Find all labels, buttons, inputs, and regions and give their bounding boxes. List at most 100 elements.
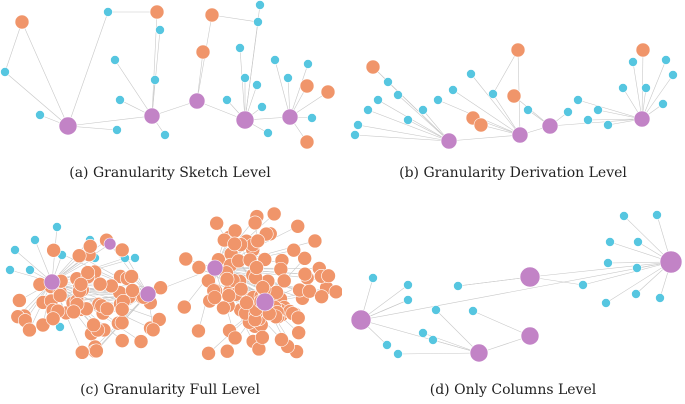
orange-node	[297, 251, 312, 266]
orange-node	[302, 283, 317, 299]
blue-node	[235, 43, 245, 53]
blue-node	[110, 55, 120, 65]
blue-node	[523, 105, 533, 115]
purple-hub-node	[281, 108, 299, 126]
graph-edge	[641, 74, 674, 120]
blue-node	[652, 210, 662, 220]
orange-node	[201, 346, 216, 361]
blue-node	[393, 349, 403, 359]
orange-node	[266, 206, 282, 222]
blue-node	[30, 235, 40, 245]
graph-edge	[4, 71, 69, 127]
graph-edge	[577, 99, 643, 120]
orange-node	[82, 239, 98, 254]
blue-node	[353, 120, 363, 130]
orange-node	[133, 334, 149, 349]
blue-node	[583, 115, 593, 125]
graph-edge	[582, 261, 672, 286]
orange-node	[216, 300, 231, 316]
orange-node	[290, 218, 306, 234]
blue-node	[52, 222, 62, 232]
blue-node	[632, 263, 642, 273]
orange-node	[286, 242, 302, 258]
graph-edge	[452, 89, 521, 136]
nodes	[350, 42, 678, 150]
blue-node	[448, 85, 458, 95]
blue-node	[641, 83, 651, 93]
blue-node	[628, 57, 638, 67]
purple-hub-node	[519, 266, 541, 288]
blue-node	[222, 95, 232, 105]
orange-node	[219, 343, 235, 359]
orange-node	[66, 304, 81, 320]
blue-node	[655, 293, 665, 303]
graph-edge	[377, 99, 450, 142]
blue-node	[373, 95, 383, 105]
blue-node	[257, 102, 267, 112]
blue-node	[433, 95, 443, 105]
purple-hub-node	[43, 273, 61, 291]
blue-node	[488, 89, 498, 99]
orange-node	[219, 271, 235, 287]
orange-node	[473, 117, 489, 133]
orange-node	[89, 343, 104, 359]
orange-node	[71, 248, 87, 264]
purple-hub-node	[469, 343, 489, 363]
orange-node	[114, 242, 130, 258]
blue-node	[115, 95, 125, 105]
orange-node	[73, 276, 89, 292]
blue-node	[35, 110, 45, 120]
blue-node	[383, 77, 393, 87]
caption-d: (d) Only Columns Level	[429, 382, 597, 398]
purple-hub-node	[139, 285, 157, 303]
blue-node	[428, 335, 438, 345]
graph-edge	[4, 21, 23, 73]
blue-node	[578, 280, 588, 290]
orange-node	[114, 315, 130, 330]
blue-node	[150, 75, 160, 85]
graph-edge	[21, 21, 69, 127]
orange-node	[635, 42, 651, 58]
graph-edge	[239, 47, 246, 121]
blue-node	[307, 113, 317, 123]
orange-node	[191, 323, 206, 339]
orange-node	[255, 330, 270, 345]
blue-node	[0, 67, 10, 77]
graph-edge	[397, 352, 480, 355]
orange-node	[321, 268, 336, 284]
orange-node	[291, 325, 306, 340]
orange-node	[22, 322, 37, 338]
graph-edge	[435, 309, 480, 354]
orange-node	[74, 345, 90, 360]
purple-hub-node	[659, 250, 683, 274]
orange-node	[233, 281, 249, 297]
blue-node	[468, 306, 478, 316]
graph-edge	[357, 124, 450, 142]
orange-node	[45, 311, 61, 326]
orange-node	[14, 14, 30, 30]
orange-node	[221, 288, 237, 303]
graph-edge	[587, 118, 643, 121]
graph-edge	[549, 118, 643, 127]
graph-edge	[274, 59, 291, 118]
blue-node	[350, 130, 360, 140]
blue-node	[668, 70, 678, 80]
blue-node	[382, 340, 392, 350]
graph-edge	[360, 261, 672, 321]
blue-node	[25, 265, 35, 275]
orange-node	[46, 242, 61, 258]
orange-node	[204, 7, 220, 23]
blue-node	[403, 115, 413, 125]
blue-node	[418, 328, 428, 338]
blue-node	[603, 120, 613, 130]
orange-node	[12, 293, 27, 308]
blue-node	[403, 295, 413, 305]
blue-node	[255, 0, 265, 10]
graph-edge	[492, 49, 519, 95]
blue-node	[605, 237, 615, 247]
purple-hub-node	[206, 259, 224, 277]
orange-node	[207, 290, 223, 305]
purple-hub-node	[633, 110, 651, 128]
orange-node	[276, 273, 292, 289]
purple-hub-node	[58, 116, 78, 136]
